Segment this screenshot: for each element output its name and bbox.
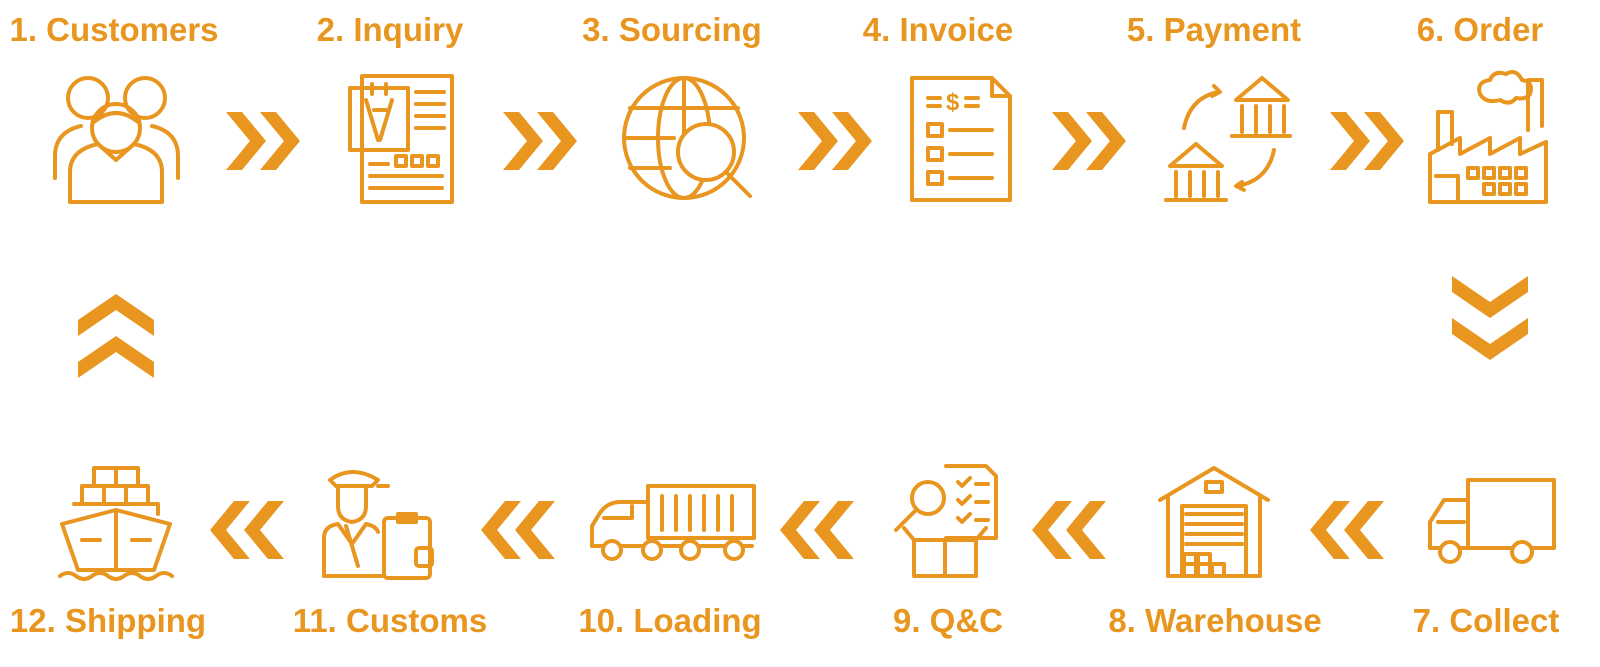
factory-icon bbox=[1428, 70, 1548, 204]
step-6-label: 6. Order bbox=[1416, 11, 1544, 48]
double-chevron-right-icon bbox=[503, 112, 577, 170]
double-chevron-right-icon bbox=[798, 112, 872, 170]
double-chevron-right-icon bbox=[226, 112, 300, 170]
customers-icon bbox=[53, 76, 180, 204]
inquiry-document-icon bbox=[348, 74, 454, 204]
inspection-box-icon bbox=[894, 464, 998, 578]
flow-arrows bbox=[78, 112, 1528, 559]
container-truck-icon bbox=[590, 484, 756, 561]
double-chevron-down-icon bbox=[1452, 276, 1528, 360]
step-8-label: 8. Warehouse bbox=[1108, 602, 1322, 639]
step-5-label: 5. Payment bbox=[1126, 11, 1302, 48]
step-11-label: 11. Customs bbox=[292, 602, 488, 639]
double-chevron-right-icon bbox=[1330, 112, 1404, 170]
double-chevron-left-icon bbox=[1310, 501, 1384, 559]
double-chevron-left-icon bbox=[481, 501, 555, 559]
step-1-label: 1. Customers bbox=[9, 11, 219, 48]
delivery-truck-icon bbox=[1428, 478, 1556, 564]
invoice-icon: $ bbox=[910, 76, 1012, 202]
double-chevron-right-icon bbox=[1052, 112, 1126, 170]
step-7-label: 7. Collect bbox=[1412, 602, 1560, 639]
double-chevron-left-icon bbox=[1032, 501, 1106, 559]
warehouse-icon bbox=[1158, 466, 1270, 578]
globe-search-icon bbox=[622, 76, 752, 200]
step-10-label: 10. Loading bbox=[578, 602, 762, 639]
svg-text:$: $ bbox=[946, 89, 960, 116]
step-3-label: 3. Sourcing bbox=[582, 11, 762, 48]
customs-officer-icon bbox=[322, 470, 434, 580]
step-12-label: 12. Shipping bbox=[9, 602, 207, 639]
cargo-ship-icon bbox=[58, 466, 174, 581]
step-9-label: 9. Q&C bbox=[892, 602, 1004, 639]
bank-transfer-icon bbox=[1164, 76, 1292, 202]
double-chevron-left-icon bbox=[210, 501, 284, 559]
double-chevron-left-icon bbox=[780, 501, 854, 559]
step-4-label: 4. Invoice bbox=[862, 11, 1014, 48]
step-2-label: 2. Inquiry bbox=[316, 11, 464, 48]
double-chevron-up-icon bbox=[78, 294, 154, 378]
